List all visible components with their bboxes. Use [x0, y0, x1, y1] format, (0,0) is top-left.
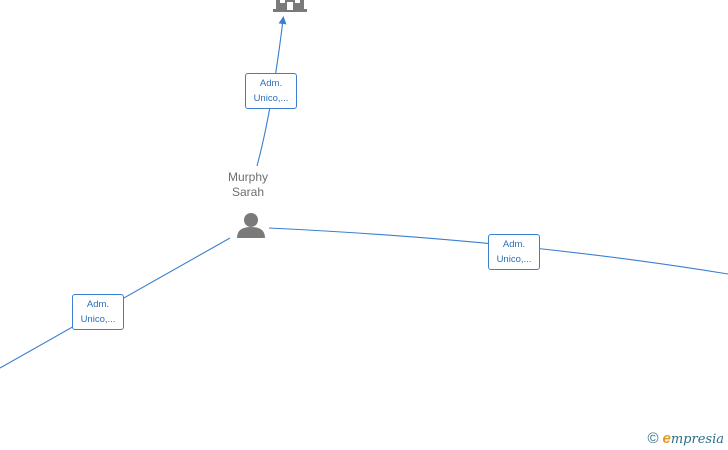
person-name-line1: Murphy — [227, 170, 268, 184]
edge-label-line1: Adm. — [86, 299, 110, 310]
edge-label-line2: Unico,... — [496, 254, 532, 265]
building-icon[interactable] — [273, 0, 307, 12]
empresia-logo: ©empresia — [647, 430, 724, 447]
person-name-line2: Sarah — [231, 185, 265, 199]
edge-label-line2: Unico,... — [253, 93, 289, 104]
brand-name: mpresia — [670, 432, 724, 447]
edge-label-to-company[interactable]: Adm. Unico,... — [245, 73, 297, 109]
edge-label-to-left[interactable]: Adm. Unico,... — [72, 294, 124, 330]
brand-initial: e — [662, 430, 671, 447]
person-node-name[interactable]: Murphy Sarah — [208, 170, 288, 200]
edge-label-line1: Adm. — [502, 239, 526, 250]
copyright-symbol: © — [647, 430, 659, 447]
person-icon[interactable] — [237, 213, 265, 238]
edge-label-to-right[interactable]: Adm. Unico,... — [488, 234, 540, 270]
edge-label-line1: Adm. — [259, 78, 283, 89]
edge-label-line2: Unico,... — [80, 314, 116, 325]
